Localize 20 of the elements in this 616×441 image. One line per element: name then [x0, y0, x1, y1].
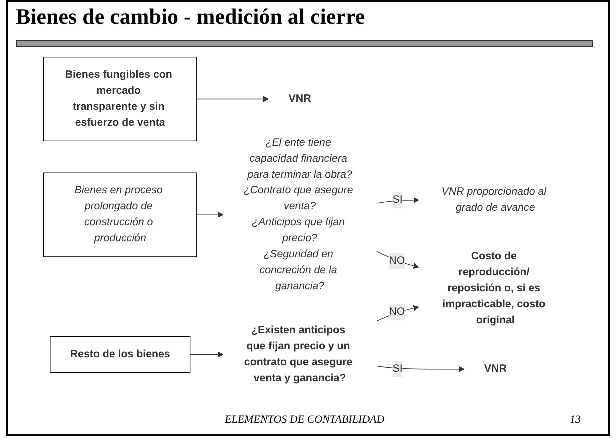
- arrow: [190, 352, 224, 358]
- page-number: 13: [570, 414, 581, 426]
- arrow: [196, 96, 270, 102]
- node-text: VNR: [288, 93, 312, 105]
- title: Bienes de cambio - medición al cierre: [16, 4, 366, 30]
- node-box: Bienes en proceso prolongado de construcción o producción: [44, 172, 198, 258]
- node-text: VNR proporcionado al grado de avance: [442, 186, 547, 214]
- node-text: VNR: [484, 363, 507, 375]
- arrow: [196, 212, 224, 218]
- node-text: ¿El ente tiene capacidad financiera para terminar la obra? ¿Contrato que asegure venta? ¿Anticipos que fijan precio? ¿Seguridad en concreción de la ganancia?: [244, 137, 354, 292]
- edge-label: NO: [389, 255, 406, 267]
- node-text: ¿Existen anticipos que fijan precio y un contrato que asegure venta y ganancia?: [244, 324, 353, 384]
- footer-text: ELEMENTOS DE CONTABILIDAD: [225, 414, 385, 426]
- node-text: Costo de reproducción/ reposición o, si es impracticable, costo original: [442, 250, 546, 326]
- arrow: [376, 366, 465, 372]
- edge-label: NO: [389, 306, 406, 318]
- edge-label: SI: [392, 194, 403, 206]
- edge-label: SI: [392, 363, 403, 375]
- node-box: Bienes fungibles con mercado transparente y sin esfuerzo de venta: [44, 57, 198, 142]
- node-box: Resto de los bienes: [50, 336, 191, 374]
